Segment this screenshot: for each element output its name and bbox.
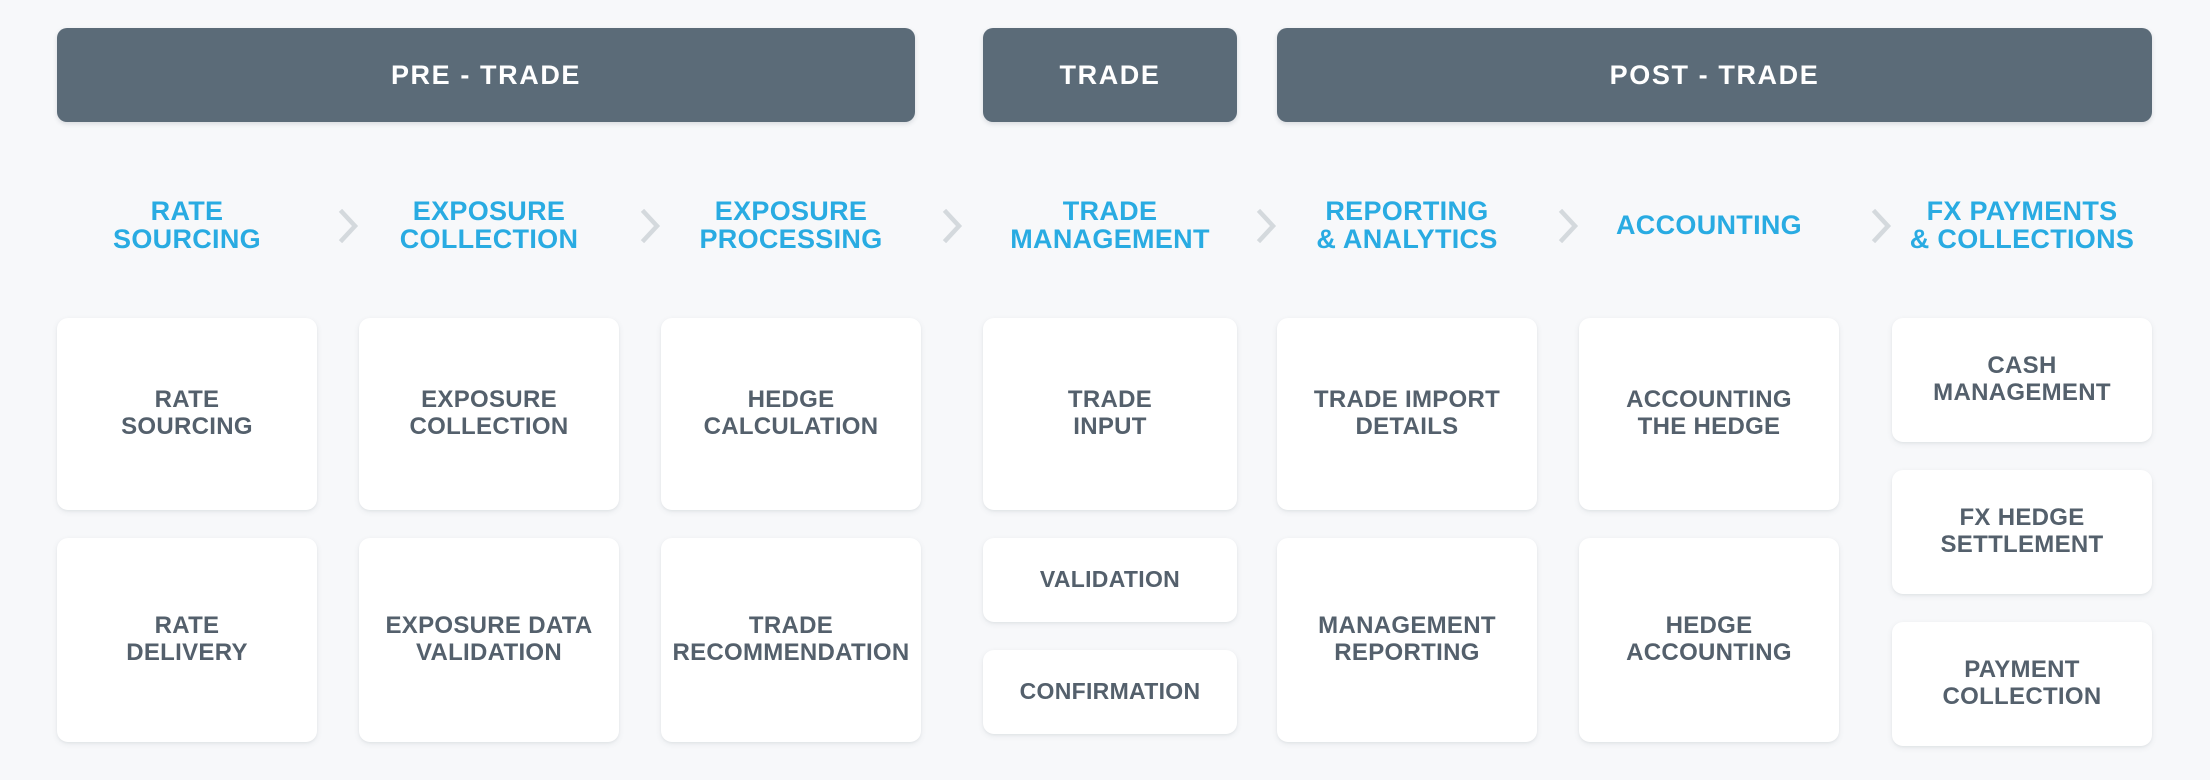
- card-confirmation[interactable]: CONFIRMATION: [983, 650, 1237, 734]
- card-validation[interactable]: VALIDATION: [983, 538, 1237, 622]
- stage-label-trade-management[interactable]: TRADE MANAGEMENT: [983, 178, 1237, 274]
- card-cash-management[interactable]: CASH MANAGEMENT: [1892, 318, 2152, 442]
- card-label: PAYMENT COLLECTION: [1942, 656, 2102, 710]
- chevron-right-icon: [631, 178, 671, 274]
- stage-label-text: EXPOSURE COLLECTION: [399, 196, 579, 254]
- card-accounting-the-hedge[interactable]: ACCOUNTING THE HEDGE: [1579, 318, 1839, 510]
- card-label: TRADE RECOMMENDATION: [672, 612, 910, 666]
- stage-label-text: TRADE MANAGEMENT: [1010, 196, 1210, 254]
- stage-label-text: RATE SOURCING: [113, 196, 261, 254]
- card-payment-collection[interactable]: PAYMENT COLLECTION: [1892, 622, 2152, 746]
- stage-label-text: ACCOUNTING: [1616, 210, 1802, 241]
- chevron-right-icon: [1549, 178, 1589, 274]
- stage-label-fx-payments-collections[interactable]: FX PAYMENTS & COLLECTIONS: [1892, 178, 2152, 274]
- card-trade-import-details[interactable]: TRADE IMPORT DETAILS: [1277, 318, 1537, 510]
- card-label: CASH MANAGEMENT: [1933, 352, 2111, 406]
- card-exposure-data-validation[interactable]: EXPOSURE DATA VALIDATION: [359, 538, 619, 742]
- column-exposure-collection: EXPOSURE COLLECTION EXPOSURE DATA VALIDAT…: [359, 318, 619, 742]
- stage-label-accounting[interactable]: ACCOUNTING: [1579, 178, 1839, 274]
- group-header-post-trade[interactable]: POST - TRADE: [1277, 28, 2152, 122]
- card-rate-sourcing[interactable]: RATE SOURCING: [57, 318, 317, 510]
- card-label: HEDGE ACCOUNTING: [1626, 612, 1792, 666]
- stage-label-text: FX PAYMENTS & COLLECTIONS: [1909, 196, 2135, 254]
- card-rate-delivery[interactable]: RATE DELIVERY: [57, 538, 317, 742]
- stage-label-row: RATE SOURCING EXPOSURE COLLECTION EXPOSURE…: [57, 178, 2152, 274]
- card-label: RATE SOURCING: [121, 386, 253, 440]
- card-exposure-collection[interactable]: EXPOSURE COLLECTION: [359, 318, 619, 510]
- group-header-label: PRE - TRADE: [390, 59, 582, 90]
- card-label: TRADE INPUT: [1067, 386, 1153, 440]
- card-label: ACCOUNTING THE HEDGE: [1626, 386, 1792, 440]
- group-header-label: TRADE: [1059, 59, 1161, 90]
- card-trade-input[interactable]: TRADE INPUT: [983, 318, 1237, 510]
- column-accounting: ACCOUNTING THE HEDGE HEDGE ACCOUNTING: [1579, 318, 1839, 742]
- stage-label-text: EXPOSURE PROCESSING: [699, 196, 883, 254]
- card-trade-recommendation[interactable]: TRADE RECOMMENDATION: [661, 538, 921, 742]
- group-header-label: POST - TRADE: [1609, 59, 1820, 90]
- card-fx-hedge-settlement[interactable]: FX HEDGE SETTLEMENT: [1892, 470, 2152, 594]
- chevron-right-icon: [1862, 178, 1902, 274]
- chevron-right-icon: [329, 178, 369, 274]
- card-label: VALIDATION: [1039, 566, 1181, 593]
- card-label: FX HEDGE SETTLEMENT: [1940, 504, 2104, 558]
- stage-label-exposure-collection[interactable]: EXPOSURE COLLECTION: [359, 178, 619, 274]
- stage-label-exposure-processing[interactable]: EXPOSURE PROCESSING: [661, 178, 921, 274]
- card-hedge-calculation[interactable]: HEDGE CALCULATION: [661, 318, 921, 510]
- card-hedge-accounting[interactable]: HEDGE ACCOUNTING: [1579, 538, 1839, 742]
- card-label: HEDGE CALCULATION: [703, 386, 879, 440]
- chevron-right-icon: [933, 178, 973, 274]
- group-header-band: PRE - TRADE TRADE POST - TRADE: [57, 28, 2152, 122]
- card-label: EXPOSURE DATA VALIDATION: [385, 612, 593, 666]
- column-exposure-processing: HEDGE CALCULATION TRADE RECOMMENDATION: [661, 318, 921, 742]
- column-reporting-analytics: TRADE IMPORT DETAILS MANAGEMENT REPORTING: [1277, 318, 1537, 742]
- column-trade-management: TRADE INPUT VALIDATION CONFIRMATION: [983, 318, 1237, 734]
- card-label: MANAGEMENT REPORTING: [1318, 612, 1496, 666]
- card-label: RATE DELIVERY: [126, 612, 248, 666]
- group-header-trade[interactable]: TRADE: [983, 28, 1237, 122]
- card-label: EXPOSURE COLLECTION: [409, 386, 569, 440]
- column-fx-payments-collections: CASH MANAGEMENT FX HEDGE SETTLEMENT PAYMEN…: [1892, 318, 2152, 746]
- card-label: TRADE IMPORT DETAILS: [1313, 386, 1501, 440]
- stage-label-text: REPORTING & ANALYTICS: [1316, 196, 1498, 254]
- chevron-right-icon: [1247, 178, 1287, 274]
- stage-label-reporting-analytics[interactable]: REPORTING & ANALYTICS: [1277, 178, 1537, 274]
- card-management-reporting[interactable]: MANAGEMENT REPORTING: [1277, 538, 1537, 742]
- group-header-pre-trade[interactable]: PRE - TRADE: [57, 28, 915, 122]
- stage-label-rate-sourcing[interactable]: RATE SOURCING: [57, 178, 317, 274]
- column-rate-sourcing: RATE SOURCING RATE DELIVERY: [57, 318, 317, 742]
- card-label: CONFIRMATION: [1019, 678, 1201, 705]
